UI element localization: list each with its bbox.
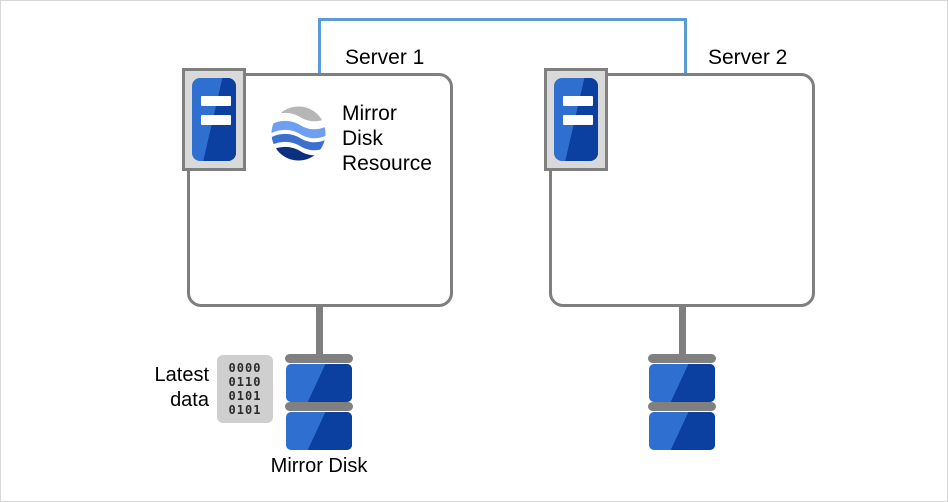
disk-bar-top	[648, 354, 716, 363]
disk-bar-middle	[648, 402, 716, 411]
disk-platter-top	[649, 364, 715, 402]
mirror-disk-resource-icon	[271, 106, 326, 161]
server-icon	[544, 68, 608, 171]
disk-platter-bottom	[286, 412, 352, 450]
latest-data-label: Latest data	[121, 363, 209, 413]
server-1-disk-connector	[316, 304, 323, 358]
mirror-disk-resource-label-line-2: Disk	[342, 127, 383, 150]
disk-platter-bottom-shade	[649, 412, 715, 450]
binary-data-rows: 0000 0110 0101 0101	[217, 361, 273, 417]
interconnect-line-top	[318, 18, 687, 21]
interconnect-line-left	[318, 18, 321, 74]
server-icon-bar-top	[201, 96, 231, 106]
mirror-disk-resource-label-line-1: Mirror	[342, 102, 397, 125]
latest-data-label-line-2: data	[170, 389, 209, 411]
binary-row: 0000	[228, 361, 262, 375]
server-icon-bar-bottom	[201, 115, 231, 125]
server-1-disk-stack-icon	[285, 354, 353, 460]
server-icon-bar-bottom	[563, 115, 593, 125]
server-icon-body	[554, 78, 598, 161]
server-icon-body	[192, 78, 236, 161]
binary-row: 0101	[228, 389, 262, 403]
disk-platter-top	[286, 364, 352, 402]
binary-row: 0110	[228, 375, 262, 389]
latest-data-label-line-1: Latest	[154, 364, 209, 386]
binary-data-icon: 0000 0110 0101 0101	[217, 355, 273, 423]
server-1-label: Server 1	[345, 46, 425, 69]
binary-row: 0101	[228, 403, 262, 417]
disk-platter-top-shade	[649, 364, 715, 402]
server-icon-bar-top	[563, 96, 593, 106]
server-2-label: Server 2	[708, 46, 788, 69]
disk-platter-top-shade	[286, 364, 352, 402]
disk-platter-bottom	[649, 412, 715, 450]
mirror-disk-resource-label-line-3: Resource	[342, 152, 432, 175]
server-icon	[182, 68, 246, 171]
server-2-disk-connector	[679, 304, 686, 358]
disk-bar-top	[285, 354, 353, 363]
interconnect-line-right	[684, 18, 687, 74]
server-2-disk-stack-icon	[648, 354, 716, 460]
mirror-disk-caption: Mirror Disk	[270, 455, 368, 477]
disk-bar-middle	[285, 402, 353, 411]
server-2-box	[549, 73, 815, 307]
mirror-disk-resource-label: Mirror Disk Resource	[342, 101, 432, 176]
disk-platter-bottom-shade	[286, 412, 352, 450]
